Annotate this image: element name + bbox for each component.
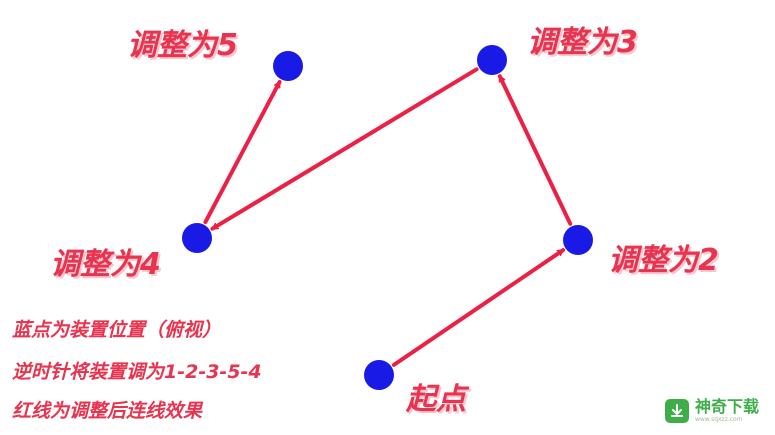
watermark-name: 神奇下载 xyxy=(694,397,759,416)
node-start xyxy=(364,360,394,390)
node-adjust-3 xyxy=(477,45,507,75)
watermark-url: www.sqxzz.com xyxy=(694,416,743,423)
note-line-3: 红线为调整后连线效果 xyxy=(12,400,203,422)
label-adjust-4: 调整为4 xyxy=(50,247,161,282)
arrow-adjust-3-to-adjust-4 xyxy=(210,67,479,231)
edge-layer xyxy=(203,67,573,367)
download-logo-icon xyxy=(664,399,689,423)
node-adjust-5 xyxy=(273,51,303,81)
label-adjust-5: 调整为5 xyxy=(127,28,238,63)
note-line-1: 蓝点为装置位置（俯视） xyxy=(12,319,222,341)
arrow-adjust-4-to-adjust-5 xyxy=(203,79,282,225)
watermark: 神奇下载 www.sqxzz.com xyxy=(664,397,759,423)
node-adjust-2 xyxy=(563,225,593,255)
node-adjust-4 xyxy=(182,223,212,253)
label-start: 起点 xyxy=(406,382,466,417)
note-line-2: 逆时针将装置调为1-2-3-5-4 xyxy=(12,361,262,383)
label-adjust-3: 调整为3 xyxy=(527,25,638,60)
arrow-adjust-2-to-adjust-3 xyxy=(497,74,573,226)
node-layer xyxy=(182,45,593,390)
label-adjust-2: 调整为2 xyxy=(608,243,719,278)
arrow-start-to-adjust-2 xyxy=(391,248,566,367)
